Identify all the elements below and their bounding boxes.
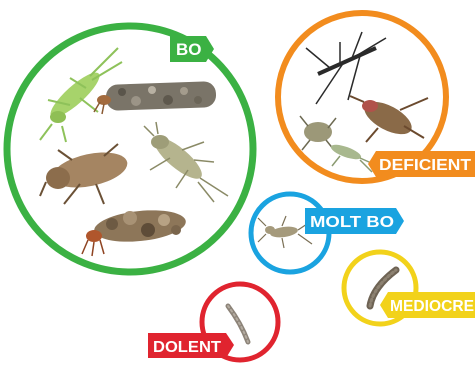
water-bug-icon (350, 95, 428, 142)
group-deficient-label: DEFICIENT (379, 157, 471, 174)
dragonfly-nymph-icon (40, 144, 130, 204)
group-dolent: DOLENT (148, 284, 278, 360)
group-molt-bo: MOLT BO (251, 194, 404, 272)
caddisfly-case-icon (94, 81, 216, 114)
worm-larva-icon (228, 306, 248, 342)
group-dolent-label: DOLENT (153, 339, 221, 356)
caddisfly-larva-case-icon (82, 206, 187, 256)
stonefly-nymph-small-icon (258, 216, 312, 248)
stonefly-nymph-icon (144, 122, 228, 202)
group-deficient: DEFICIENT (278, 13, 475, 181)
group-bo: BO (7, 26, 253, 272)
group-mediocre-label: MEDIOCRE (390, 298, 474, 315)
group-molt-bo-label: MOLT BO (310, 214, 394, 231)
group-bo-label: BO (176, 40, 202, 59)
water-strider-icon (306, 32, 386, 104)
beetle-larva-icon (300, 116, 336, 150)
group-mediocre: MEDIOCRE (344, 252, 475, 324)
